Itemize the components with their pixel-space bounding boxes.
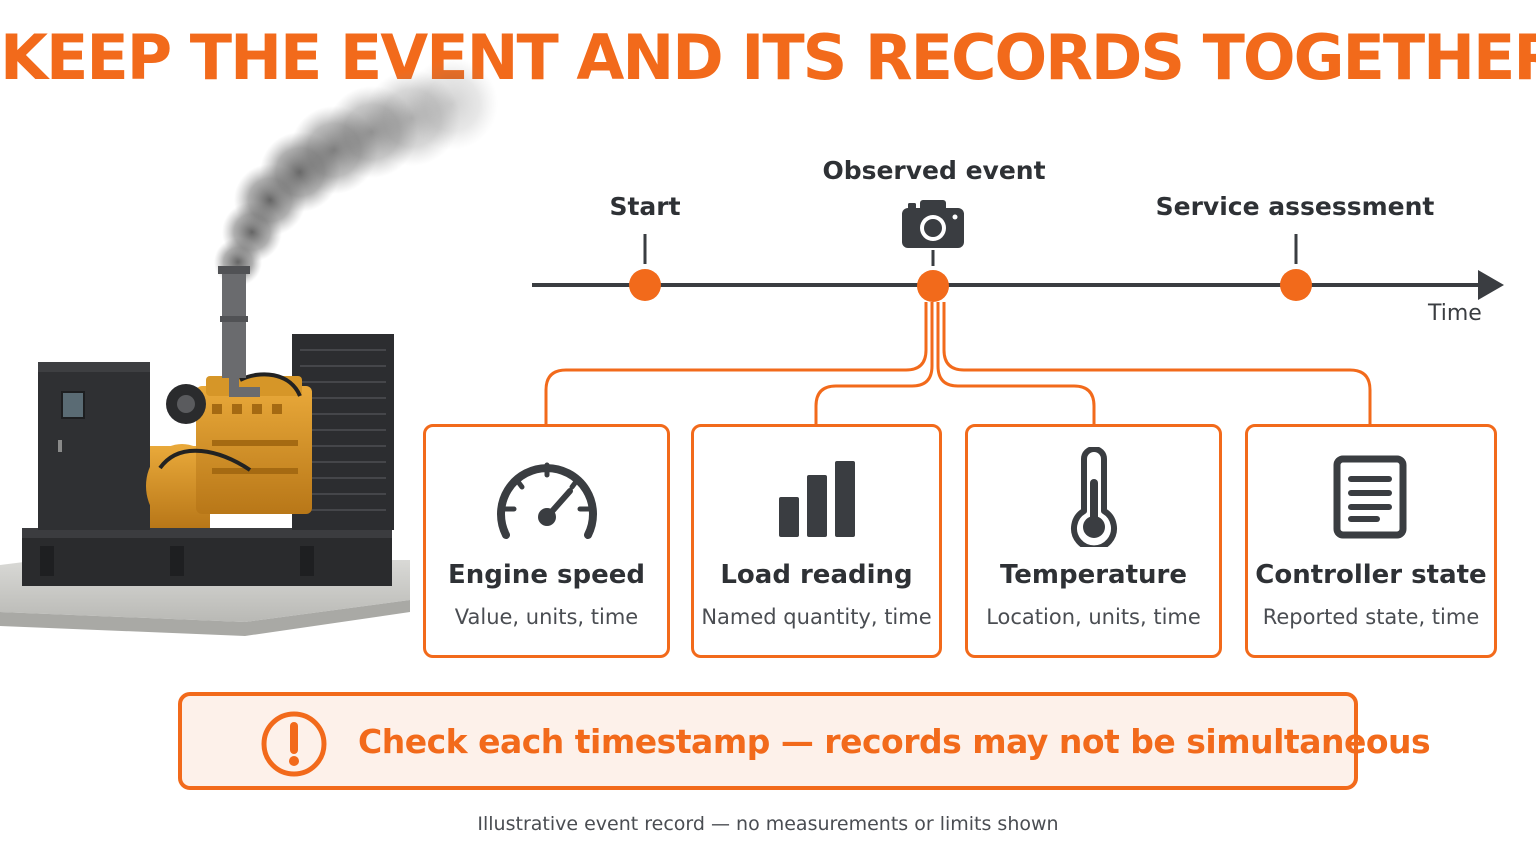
timeline-event-label: Observed event <box>822 156 1046 185</box>
alert-circle-icon <box>261 711 327 777</box>
record-card-load-reading: Load reading Named quantity, time <box>691 424 942 658</box>
event-marker <box>917 270 949 302</box>
timeline-assessment-label: Service assessment <box>1155 192 1435 221</box>
timeline-axis-label: Time <box>1428 301 1482 326</box>
record-connectors <box>544 302 1372 426</box>
record-card-temperature: Temperature Location, units, time <box>965 424 1222 658</box>
generator-illustration <box>0 58 498 636</box>
record-subtitle: Value, units, time <box>454 605 639 629</box>
footnote: Illustrative event record — no measureme… <box>477 813 1059 835</box>
document-icon <box>1333 455 1407 539</box>
timeline <box>532 234 1504 302</box>
record-subtitle: Reported state, time <box>1262 605 1480 629</box>
thermometer-icon <box>1070 447 1117 547</box>
timestamp-warning-banner: Check each timestamp — records may not b… <box>178 692 1431 790</box>
record-card-engine-speed: Engine speed Value, units, time <box>423 424 670 658</box>
bar-chart-icon <box>778 461 855 537</box>
page-title: KEEP THE EVENT AND ITS RECORDS TOGETHER <box>0 21 1536 94</box>
start-marker <box>629 269 661 301</box>
record-title: Controller state <box>1255 560 1487 590</box>
record-card-controller-state: Controller state Reported state, time <box>1245 424 1497 658</box>
timeline-start-label: Start <box>609 192 681 221</box>
record-title: Load reading <box>720 560 913 590</box>
camera-icon <box>902 200 964 248</box>
smoke-plume <box>214 58 498 286</box>
record-title: Temperature <box>999 560 1187 590</box>
assessment-marker <box>1280 269 1312 301</box>
timeline-arrowhead <box>1478 270 1504 300</box>
speedometer-icon <box>496 462 597 539</box>
record-title: Engine speed <box>448 560 645 590</box>
record-subtitle: Named quantity, time <box>701 605 932 629</box>
warning-text: Check each timestamp — records may not b… <box>358 722 1431 761</box>
record-subtitle: Location, units, time <box>986 605 1201 629</box>
